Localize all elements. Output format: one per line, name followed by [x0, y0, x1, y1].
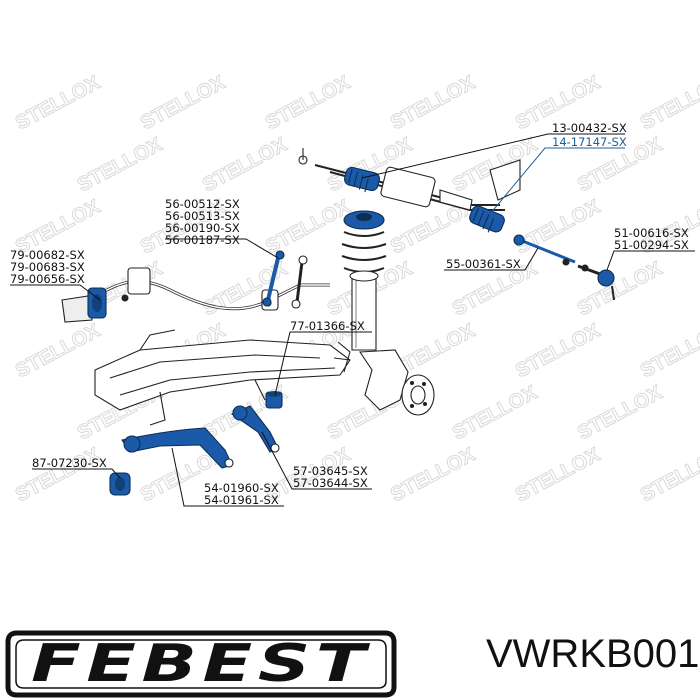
steering-rack [298, 148, 521, 233]
label-87: 87-07230-SX [32, 456, 107, 470]
watermark-text: STELLOX [512, 443, 604, 506]
febest-logo-text: FEBEST [31, 634, 371, 694]
tie-rod [513, 234, 576, 266]
subframe-bushing [265, 391, 283, 409]
stabilizer-link [262, 250, 308, 309]
label-56-c: 56-00190-SX [165, 221, 240, 235]
watermark-text: STELLOX [512, 319, 604, 382]
watermark-text: STELLOX [12, 71, 104, 134]
watermark-text: STELLOX [12, 319, 104, 382]
watermark-text: STELLOX [449, 381, 541, 444]
label-57-b: 57-03644-SX [293, 476, 368, 490]
label-13-a: 13-00432-SX [552, 121, 627, 135]
part-labels: 13-00432-SX 14-17147-SX 56-00512-SX 56-0… [10, 121, 689, 507]
product-code: VWRKB001 [486, 632, 700, 676]
label-77: 77-01366-SX [290, 319, 365, 333]
label-54-a: 54-01960-SX [204, 481, 279, 495]
watermark-text: STELLOX [637, 443, 700, 506]
label-51-a: 51-00616-SX [614, 226, 689, 240]
watermark-text: STELLOX [512, 195, 604, 258]
watermark-text: STELLOX [637, 71, 700, 134]
control-arm-bushing [109, 472, 131, 496]
watermark-text: STELLOX [262, 195, 354, 258]
stabilizer-bushing [61, 287, 107, 323]
label-79-c: 79-00656-SX [10, 272, 85, 286]
label-79-b: 79-00683-SX [10, 260, 85, 274]
watermark-text: STELLOX [262, 71, 354, 134]
subframe [94, 329, 351, 426]
tension-strut [230, 405, 280, 453]
label-55: 55-00361-SX [446, 257, 521, 271]
label-79-a: 79-00682-SX [10, 248, 85, 262]
watermark-text: STELLOX [74, 133, 166, 196]
label-51-b: 51-00294-SX [614, 238, 689, 252]
watermark-text: STELLOX [387, 71, 479, 134]
watermark-text: STELLOX [637, 319, 700, 382]
label-56-a: 56-00512-SX [165, 197, 240, 211]
watermark-text: STELLOX [12, 443, 104, 506]
label-13-b: 14-17147-SX [552, 135, 627, 149]
lower-control-arm [121, 427, 234, 469]
leader-lines [10, 133, 695, 507]
label-56-d: 56-00187-SX [165, 233, 240, 247]
label-57-a: 57-03645-SX [293, 464, 368, 478]
watermark-text: STELLOX [387, 443, 479, 506]
watermark-text: STELLOX [199, 133, 291, 196]
watermark-text: STELLOX [137, 71, 229, 134]
tie-rod-end [577, 264, 615, 301]
suspension-drawing [61, 148, 615, 496]
steering-knuckle [333, 341, 435, 416]
label-56-b: 56-00513-SX [165, 209, 240, 223]
watermark-text: STELLOX [574, 381, 666, 444]
febest-logo: FEBEST [5, 630, 397, 698]
label-54-b: 54-01961-SX [204, 493, 279, 507]
